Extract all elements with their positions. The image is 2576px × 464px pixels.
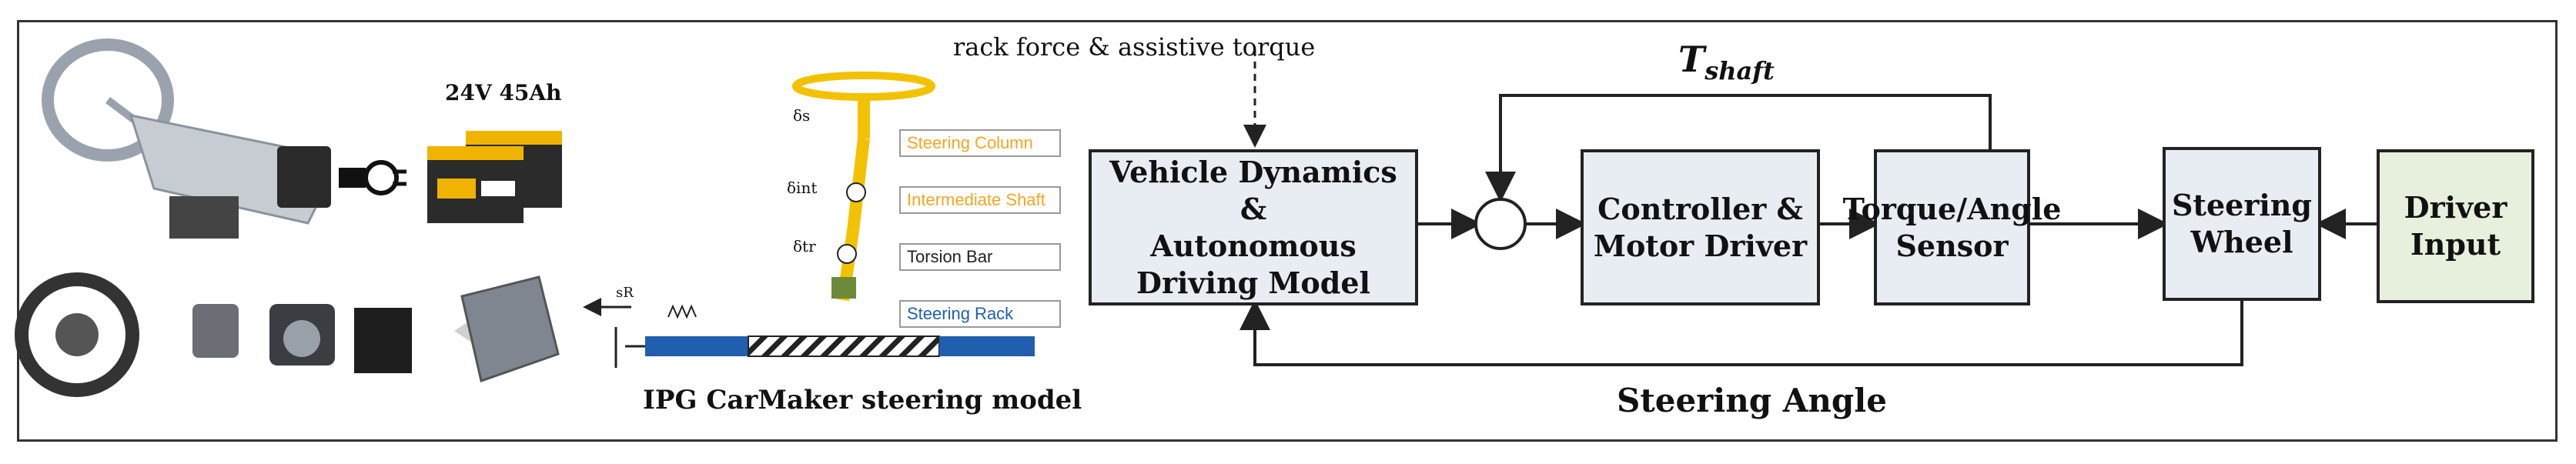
driver-input-block: Driver Input [2377, 149, 2534, 303]
delta-tr-label: δtr [793, 237, 816, 255]
steering-column-assembly-image [42, 38, 331, 239]
t-shaft-subscript: shaft [1705, 56, 1775, 86]
connections [1239, 49, 2377, 366]
steering-model-drawing [583, 72, 1035, 368]
steering-angle-label: Steering Angle [1617, 382, 1887, 419]
tag-steering-rack: Steering Rack [899, 300, 1061, 328]
steering-wheel-block: Steering Wheel [2163, 147, 2321, 301]
ecu-components-image [15, 272, 560, 397]
rack-symbol: sR [616, 285, 634, 301]
t-shaft-feedback [1485, 94, 1992, 202]
power-connector-icon [339, 160, 406, 195]
delta-s-label: δs [793, 106, 811, 125]
tag-steering-column: Steering Column [899, 129, 1061, 157]
t-shaft-label: Tshaft [1678, 38, 1775, 85]
rack-force-label: rack force & assistive torque [953, 32, 1316, 62]
controller-block: Controller & Motor Driver [1581, 149, 1820, 305]
sensor-block: Torque/Angle Sensor [1843, 149, 2061, 305]
tag-torsion-bar: Torsion Bar [899, 243, 1061, 271]
summing-junction [1474, 198, 1527, 250]
tag-intermediate-shaft: Intermediate Shaft [899, 186, 1061, 214]
vehicle-dynamics-block: Vehicle Dynamics & Autonomous Driving Mo… [1089, 149, 1418, 305]
figure-frame [17, 20, 2558, 442]
battery-image [427, 131, 562, 223]
t-shaft-symbol: T [1678, 38, 1705, 80]
delta-int-label: δint [787, 179, 818, 197]
steering-model-caption: IPG CarMaker steering model [643, 385, 1082, 416]
hardware-illustration [15, 38, 562, 397]
battery-label: 24V 45Ah [445, 80, 562, 105]
steering-angle-feedback [1239, 299, 2243, 366]
